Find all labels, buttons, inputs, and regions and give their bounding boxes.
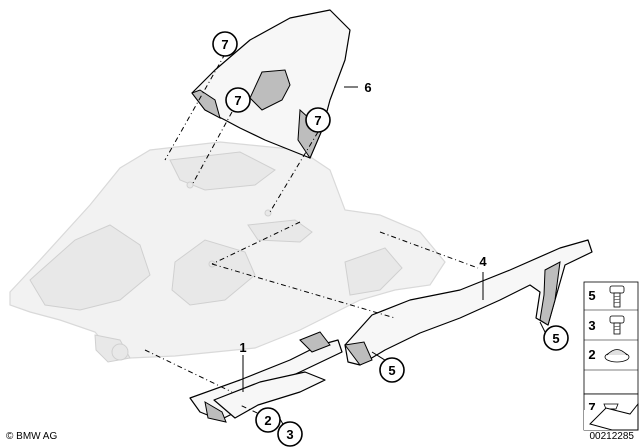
legend-row-grommet: 2 (588, 347, 630, 363)
part-1-chain-slider (189, 331, 343, 423)
callout-1: 1 (239, 340, 246, 355)
callout-label: 7 (234, 93, 241, 108)
diagram-part-number: 00212285 (589, 431, 635, 442)
rubber-grommet-icon (604, 349, 630, 363)
callout-label: 1 (239, 340, 246, 355)
callout-7-top: 7 (212, 31, 238, 57)
callout-label: 2 (264, 413, 271, 428)
callout-4: 4 (479, 254, 487, 269)
callout-label: 5 (388, 363, 395, 378)
callout-label: 7 (221, 37, 228, 52)
part-6-rear-hugger (191, 9, 351, 160)
legend-number: 2 (588, 347, 595, 362)
callout-5-left: 5 (379, 357, 405, 383)
copyright-text: © BMW AG (6, 431, 58, 442)
swingarm-ghost (9, 141, 446, 363)
callout-label: 5 (552, 331, 559, 346)
callout-7-right: 7 (305, 107, 331, 133)
legend-number: 5 (588, 288, 595, 303)
leader-lines (144, 53, 549, 427)
callout-5-right: 5 (543, 325, 569, 351)
callout-label: 6 (364, 80, 371, 95)
hardware-legend: 5 3 2 (583, 281, 639, 395)
callout-3: 3 (277, 421, 303, 447)
callout-label: 4 (479, 254, 487, 269)
callout-label: 3 (286, 427, 293, 442)
legend-number: 7 (588, 400, 595, 415)
callout-2: 2 (255, 407, 281, 433)
callout-label: 7 (314, 113, 321, 128)
legend-number: 3 (588, 318, 595, 333)
legend-row-short-screw: 3 (588, 315, 625, 335)
part-4-chain-guard (344, 239, 593, 366)
legend-row-long-screw: 5 (588, 285, 625, 308)
direction-arrow-icon (584, 402, 640, 431)
callout-7-middle: 7 (225, 87, 251, 113)
callout-6: 6 (364, 80, 371, 95)
short-screw-icon (609, 315, 625, 335)
long-screw-icon (609, 285, 625, 308)
